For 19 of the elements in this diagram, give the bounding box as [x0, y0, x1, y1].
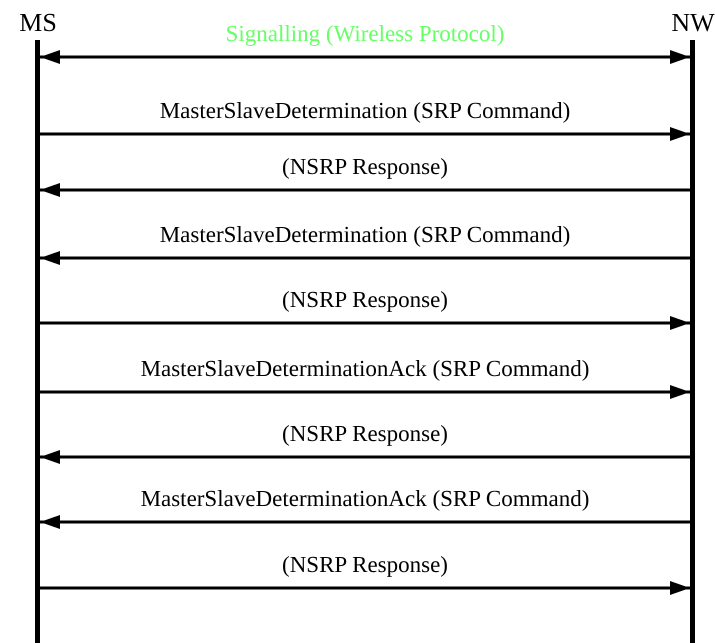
message-arrow: [40, 127, 690, 141]
message-arrow: [40, 251, 690, 265]
message-label: (NSRP Response): [281, 421, 449, 447]
message-arrow: [40, 50, 690, 64]
participant-name: MS: [18, 8, 58, 38]
message-arrow: [40, 450, 690, 464]
message-label: (NSRP Response): [281, 552, 449, 578]
message-arrow: [40, 515, 690, 529]
message-label: (NSRP Response): [281, 287, 449, 313]
participant-name: NW: [670, 8, 715, 38]
message-arrow: [40, 316, 690, 330]
message-arrow: [40, 385, 690, 399]
message-label: MasterSlaveDeterminationAck (SRP Command): [140, 356, 590, 382]
message-label: (NSRP Response): [281, 154, 449, 180]
message-label: MasterSlaveDetermination (SRP Command): [158, 222, 572, 248]
message-label: MasterSlaveDeterminationAck (SRP Command): [140, 486, 590, 512]
message-arrow: [40, 581, 690, 595]
message-arrow: [40, 183, 690, 197]
message-label: MasterSlaveDetermination (SRP Command): [158, 98, 572, 124]
